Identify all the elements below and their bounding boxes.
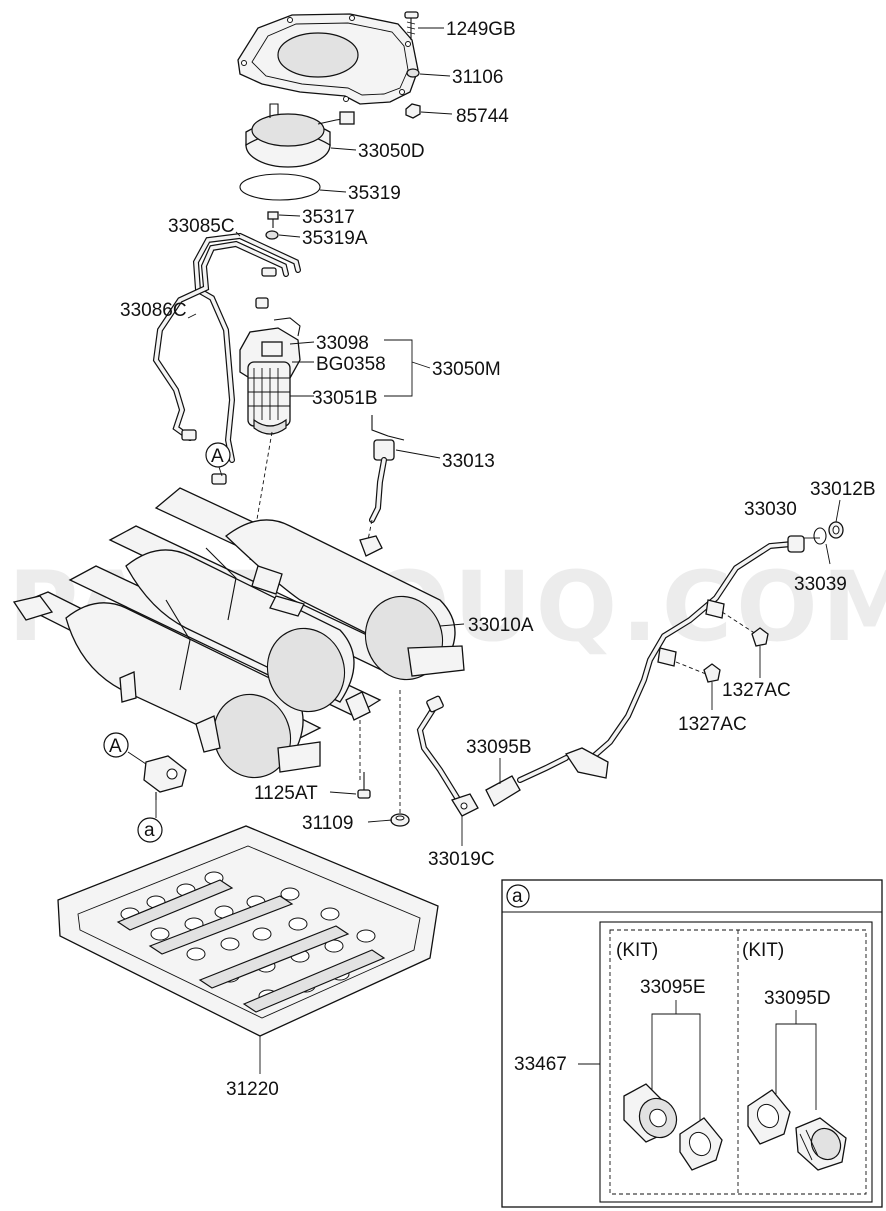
ref-A-upper-text: A bbox=[211, 446, 224, 467]
label-33010a: 33010A bbox=[468, 615, 534, 636]
inset-box-a: a 33467 (KIT) (KIT) 33095E 33095D bbox=[501, 879, 883, 1208]
washer-35319a bbox=[265, 230, 279, 240]
screw-1249gb bbox=[404, 11, 419, 40]
bushing-31109 bbox=[390, 813, 410, 827]
label-33086c: 33086C bbox=[120, 300, 187, 321]
label-33095b: 33095B bbox=[466, 737, 532, 758]
label-31106: 31106 bbox=[452, 67, 503, 88]
filler-cap-seal-33039 bbox=[813, 527, 827, 545]
label-35319: 35319 bbox=[348, 183, 401, 204]
fuel-sender-33013 bbox=[359, 415, 405, 557]
nut-1327ac-lower bbox=[703, 663, 721, 683]
label-1327ac-lower: 1327AC bbox=[678, 714, 747, 735]
skid-plate-31220 bbox=[57, 825, 439, 1037]
fuel-line-33086c bbox=[152, 240, 289, 441]
filler-nut-33012b bbox=[828, 521, 844, 539]
label-33050d: 33050D bbox=[358, 141, 425, 162]
label-33039: 33039 bbox=[794, 574, 847, 595]
leader-lines bbox=[127, 27, 841, 1074]
label-33098: 33098 bbox=[316, 333, 369, 354]
callout-labels: 1249GB 31106 85744 33050D 35319 35317 35… bbox=[120, 19, 876, 1100]
pump-cap-33050d bbox=[245, 103, 355, 168]
washer-31106 bbox=[406, 68, 420, 78]
label-33051b: 33051B bbox=[312, 388, 378, 409]
nut-1327ac-upper bbox=[751, 627, 769, 647]
filter-connector-A bbox=[143, 755, 187, 800]
label-33050m: 33050M bbox=[432, 359, 501, 380]
line-fitting bbox=[181, 267, 277, 485]
inset-ref-a-text: a bbox=[512, 886, 523, 907]
ref-A-lower-text: A bbox=[109, 736, 122, 757]
label-31220: 31220 bbox=[226, 1079, 279, 1100]
kit1-filter-33095e bbox=[623, 1083, 723, 1171]
o-ring-35319 bbox=[239, 173, 321, 201]
bolt-35317 bbox=[267, 211, 279, 228]
label-33012b: 33012B bbox=[810, 479, 876, 500]
label-85744: 85744 bbox=[456, 106, 509, 127]
label-35317: 35317 bbox=[302, 207, 355, 228]
inset-kit2-label: (KIT) bbox=[742, 940, 784, 961]
fuel-tank-assembly-33010a bbox=[12, 487, 465, 816]
ref-circle-a-lower: a bbox=[137, 817, 163, 843]
label-33030: 33030 bbox=[744, 499, 797, 520]
label-35319a: 35319A bbox=[302, 228, 368, 249]
fuel-pump-module-33050m bbox=[239, 317, 301, 435]
label-bg0358: BG0358 bbox=[316, 354, 386, 375]
label-31109: 31109 bbox=[302, 813, 353, 834]
kit2-filter-33095d bbox=[747, 1089, 847, 1171]
ref-circle-A-upper: A bbox=[205, 442, 231, 468]
cover-plate-31106 bbox=[237, 13, 419, 105]
inset-kit-number: 33467 bbox=[514, 1054, 567, 1075]
label-33019c: 33019C bbox=[428, 849, 495, 870]
valve-33019c bbox=[451, 793, 479, 817]
label-1125at: 1125AT bbox=[254, 783, 318, 804]
ref-circle-A-lower: A bbox=[103, 732, 129, 758]
bolt-1125at bbox=[357, 772, 371, 799]
inset-kit1-label: (KIT) bbox=[616, 940, 658, 961]
inset-kit1-part: 33095E bbox=[640, 977, 706, 998]
inset-kit2-part: 33095D bbox=[764, 988, 831, 1009]
label-33085c: 33085C bbox=[168, 216, 235, 237]
filler-tube-33030 bbox=[565, 535, 805, 779]
ref-a-lower-text: a bbox=[144, 820, 155, 841]
label-1327ac-upper: 1327AC bbox=[722, 680, 791, 701]
label-1249gb: 1249GB bbox=[446, 19, 516, 40]
label-33013: 33013 bbox=[442, 451, 495, 472]
nut-85744 bbox=[405, 103, 421, 119]
